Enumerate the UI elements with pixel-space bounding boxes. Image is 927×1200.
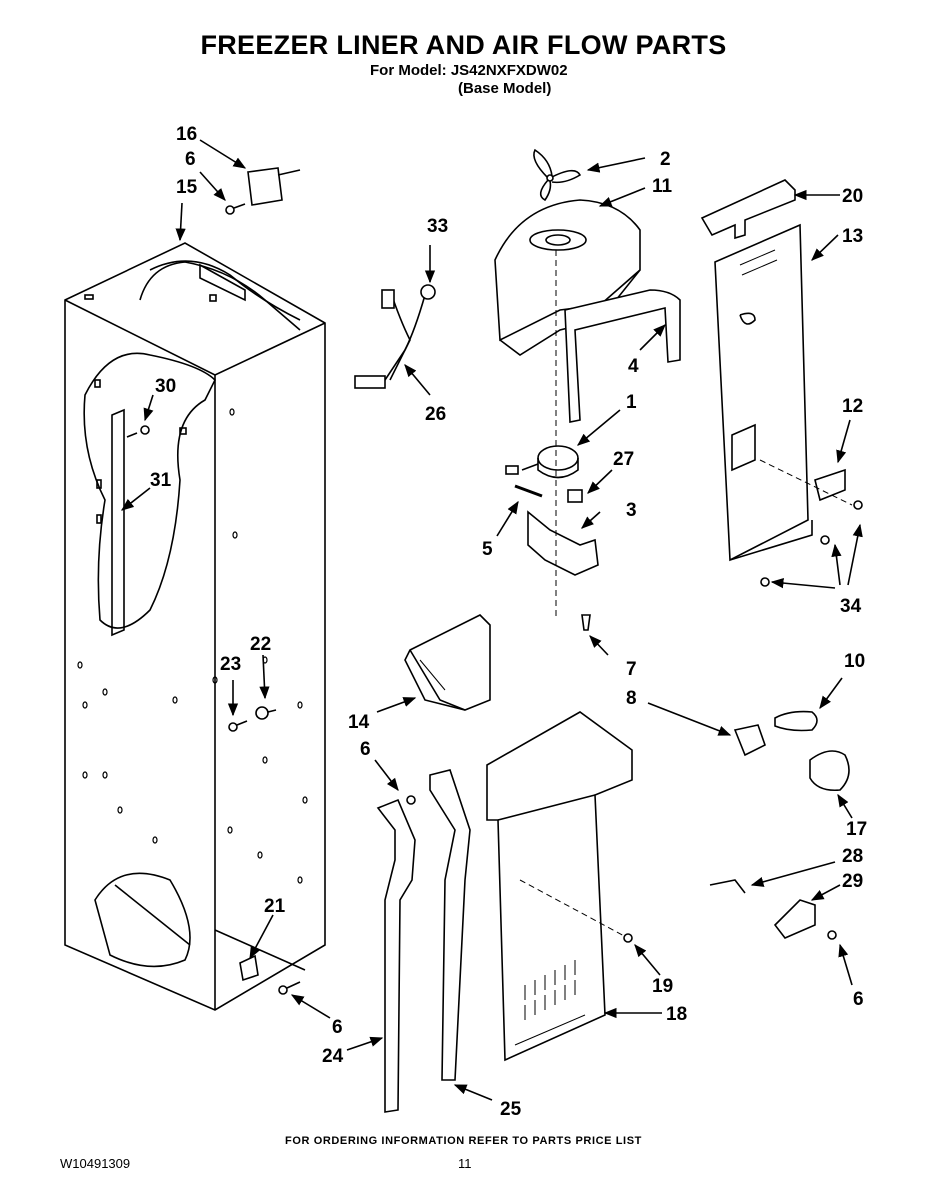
callout-26: 26 xyxy=(425,404,446,425)
callout-22: 22 xyxy=(250,634,271,655)
callout-4: 4 xyxy=(628,356,639,377)
gasket xyxy=(564,289,681,423)
callout-19: 19 xyxy=(652,976,673,997)
light-socket xyxy=(733,724,766,757)
callout-6: 6 xyxy=(185,149,196,170)
callout-10: 10 xyxy=(844,651,865,672)
callout-33: 33 xyxy=(427,216,448,237)
callout-21: 21 xyxy=(264,896,286,917)
callout-27: 27 xyxy=(613,449,634,470)
callout-8: 8 xyxy=(626,688,637,709)
callout-13: 13 xyxy=(842,226,863,247)
fan-blade xyxy=(533,148,582,202)
callout-24: 24 xyxy=(322,1046,344,1067)
callout-18: 18 xyxy=(666,1004,687,1025)
harness-28 xyxy=(709,879,746,894)
ordering-note: FOR ORDERING INFORMATION REFER TO PARTS … xyxy=(285,1135,642,1147)
grommet xyxy=(567,489,583,503)
callout-7: 7 xyxy=(626,659,637,680)
bracket-16 xyxy=(247,167,283,206)
rear-panel xyxy=(714,223,813,562)
callout-15: 15 xyxy=(176,177,198,198)
callout-1: 1 xyxy=(626,392,637,413)
fan-motor xyxy=(505,445,579,479)
callout-34: 34 xyxy=(840,596,862,617)
callout-6-switch: 6 xyxy=(853,989,864,1010)
freezer-liner xyxy=(64,242,326,1011)
callout-16: 16 xyxy=(176,124,197,145)
damper-housing xyxy=(404,614,491,711)
light-bulb xyxy=(774,710,818,732)
wire-harness xyxy=(354,284,436,389)
fan-shroud xyxy=(494,199,641,356)
callout-2: 2 xyxy=(660,149,671,170)
page-title: FREEZER LINER AND AIR FLOW PARTS xyxy=(200,30,727,60)
motor-bracket xyxy=(527,510,599,576)
callout-28: 28 xyxy=(842,846,863,867)
callout-30: 30 xyxy=(155,376,176,397)
base-model-label: (Base Model) xyxy=(458,80,552,97)
air-duct-cover xyxy=(700,179,796,240)
leader-lines xyxy=(120,139,863,1101)
callout-6-mullion: 6 xyxy=(360,739,371,760)
callout-23: 23 xyxy=(220,654,241,675)
light-lens xyxy=(809,750,850,792)
page-number: 11 xyxy=(458,1156,472,1171)
callout-17: 17 xyxy=(846,819,867,840)
callout-31: 31 xyxy=(150,470,172,491)
callout-14: 14 xyxy=(348,712,370,733)
bracket-12 xyxy=(814,468,846,502)
evaporator-cover xyxy=(486,711,633,1062)
callout-12: 12 xyxy=(842,396,863,417)
callout-29: 29 xyxy=(842,871,863,892)
light-switch xyxy=(773,899,816,939)
callout-25: 25 xyxy=(500,1099,522,1120)
model-line: For Model: JS42NXFXDW02 xyxy=(370,62,568,79)
mullion-gasket xyxy=(429,769,471,1081)
mullion-bracket xyxy=(376,798,416,1113)
callout-20: 20 xyxy=(842,186,863,207)
callout-6-liner: 6 xyxy=(332,1017,343,1038)
document-number: W10491309 xyxy=(60,1156,131,1171)
callout-11: 11 xyxy=(652,176,673,197)
callout-3: 3 xyxy=(626,500,637,521)
callout-5: 5 xyxy=(482,539,493,560)
